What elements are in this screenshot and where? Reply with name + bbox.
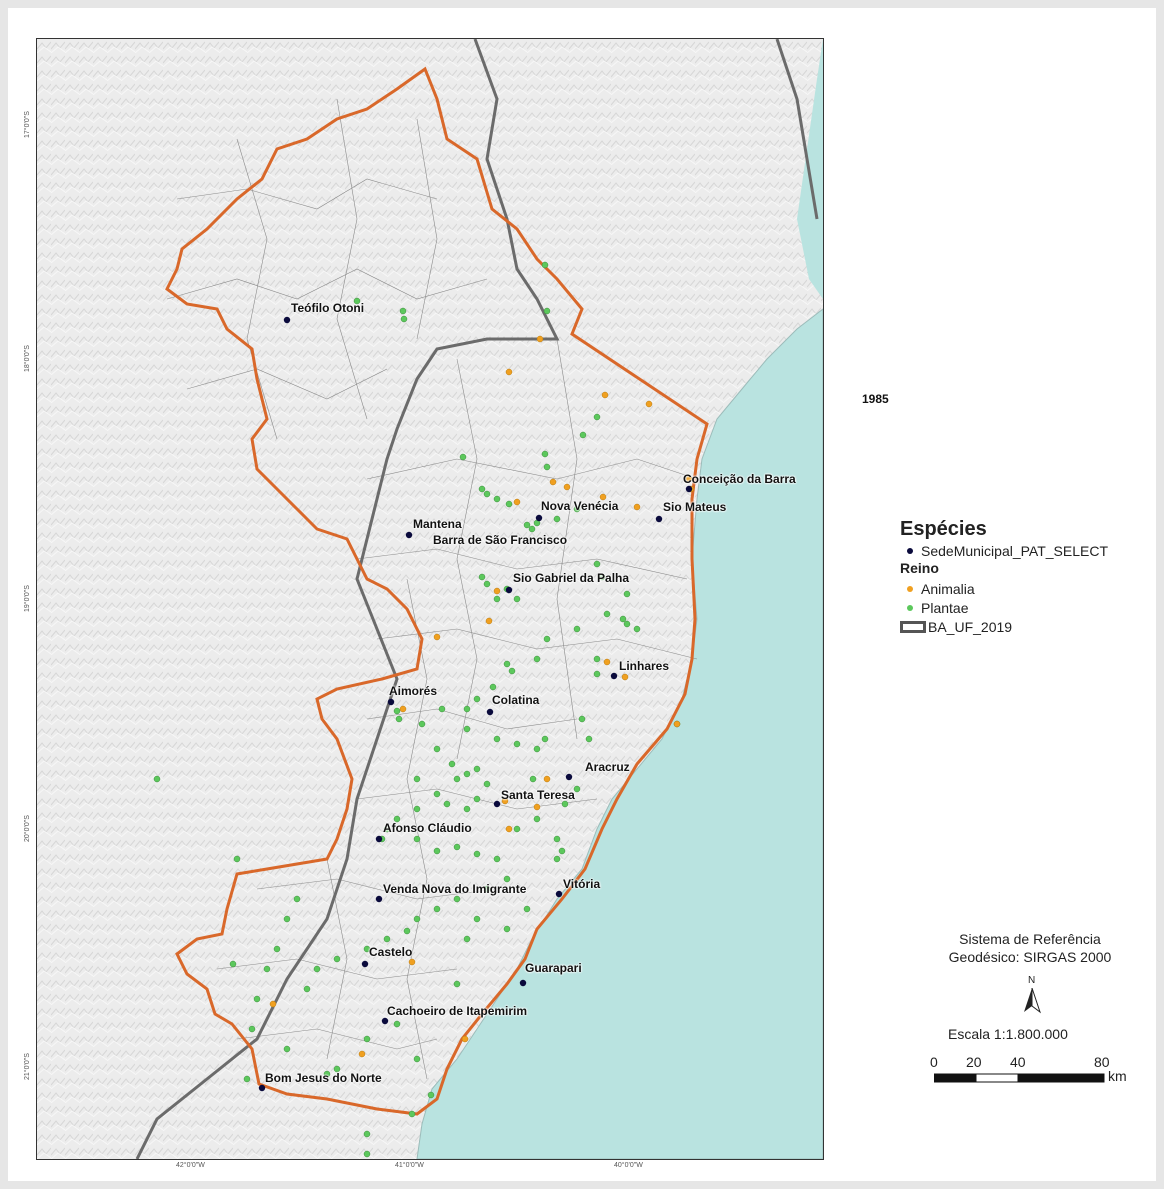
north-letter: N — [1028, 975, 1036, 986]
y-axis-label-18s: 18°0'0"S — [24, 345, 31, 372]
city-label-aracruz: Aracruz — [585, 760, 630, 774]
y-axis-label-19s: 19°0'0"S — [24, 585, 31, 612]
legend-title: Espécies — [900, 518, 987, 540]
city-label-vitoria: Vitória — [563, 877, 601, 891]
scale-tick-80: 80 — [1094, 1054, 1110, 1070]
x-axis-label-40w: 40°0'0"W — [614, 1162, 643, 1169]
y-axis-label-17s: 17°0'0"S — [24, 111, 31, 138]
city-label-guarapari: Guarapari — [525, 961, 582, 975]
study-area-boundary — [165, 66, 709, 1116]
y-axis-label-21s: 21°0'0"S — [24, 1053, 31, 1080]
legend-seat-label: SedeMunicipal_PAT_SELECT — [921, 542, 1109, 559]
plantae-points — [153, 261, 681, 1158]
state-border-east — [775, 39, 819, 220]
city-label-linhares: Linhares — [619, 659, 670, 673]
city-label-colatina: Colatina — [492, 693, 540, 707]
city-label-conceicao-da-barra: Conceição da Barra — [683, 472, 796, 486]
animalia-points — [269, 335, 695, 1058]
scale-bar — [934, 1073, 1105, 1083]
seat-marker-icon — [907, 547, 913, 554]
plantae-marker-icon — [907, 604, 913, 611]
municipal-seats — [258, 316, 693, 1092]
city-label-nova-venecia: Nova Venécia — [541, 499, 619, 513]
animalia-marker-icon — [907, 585, 913, 592]
legend: Espécies SedeMunicipal_PAT_SELECT Reino … — [900, 518, 1108, 636]
city-label-santa-teresa: Santa Teresa — [501, 788, 575, 802]
legend-plantae-label: Plantae — [921, 599, 969, 616]
city-label-aimores: Aimorés — [389, 684, 438, 698]
reference-line2: Geodésico: SIRGAS 2000 — [948, 949, 1112, 965]
scale-tick-0: 0 — [930, 1054, 938, 1070]
city-label-mantena: Mantena — [413, 517, 462, 531]
scale-tick-40: 40 — [1010, 1054, 1026, 1070]
legend-row-seat: SedeMunicipal_PAT_SELECT — [900, 541, 1108, 560]
sea-area — [416, 308, 823, 1159]
x-axis-label-41w: 41°0'0"W — [395, 1162, 424, 1169]
map-canvas[interactable]: Teófilo Otoni Conceição da Barra Nova Ve… — [36, 38, 824, 1160]
city-label-cachoeiro-de-itapemirim: Cachoeiro de Itapemirim — [387, 1004, 528, 1018]
legend-row-boundary: BA_UF_2019 — [900, 617, 1108, 636]
city-label-teofilo-otoni: Teófilo Otoni — [291, 301, 365, 315]
legend-reino-label: Reino — [900, 560, 939, 576]
map-svg — [37, 39, 823, 1159]
reference-line1: Sistema de Referência — [959, 931, 1101, 947]
municipal-lines — [166, 98, 698, 1080]
city-label-venda-nova-do-imigrante: Venda Nova do Imigrante — [383, 882, 527, 896]
x-axis-label-42w: 42°0'0"W — [176, 1162, 205, 1169]
city-label-sio-gabriel-da-palha: Sio Gabriel da Palha — [513, 571, 630, 585]
city-label-afonso-claudio: Afonso Cláudio — [383, 821, 472, 835]
reference-system: Sistema de Referência Geodésico: SIRGAS … — [930, 930, 1130, 966]
city-label-sio-mateus: Sio Mateus — [663, 500, 727, 514]
legend-boundary-label: BA_UF_2019 — [928, 618, 1013, 635]
scale-tick-20: 20 — [966, 1054, 982, 1070]
legend-animalia-label: Animalia — [921, 580, 975, 597]
legend-row-plantae: Plantae — [900, 598, 1108, 617]
year-label: 1985 — [862, 392, 889, 406]
legend-row-animalia: Animalia — [900, 579, 1108, 598]
city-label-castelo: Castelo — [369, 945, 413, 959]
north-arrow-icon — [1024, 988, 1041, 1014]
city-label-bom-jesus-do-norte: Bom Jesus do Norte — [265, 1071, 382, 1085]
state-border — [135, 39, 560, 1159]
y-axis-label-20s: 20°0'0"S — [24, 815, 31, 842]
scale-unit: km — [1108, 1068, 1127, 1084]
scale-label: Escala 1:1.800.000 — [948, 1026, 1068, 1042]
boundary-swatch-icon — [900, 620, 926, 633]
city-label-barra-de-sao-francisco: Barra de São Francisco — [433, 533, 568, 547]
